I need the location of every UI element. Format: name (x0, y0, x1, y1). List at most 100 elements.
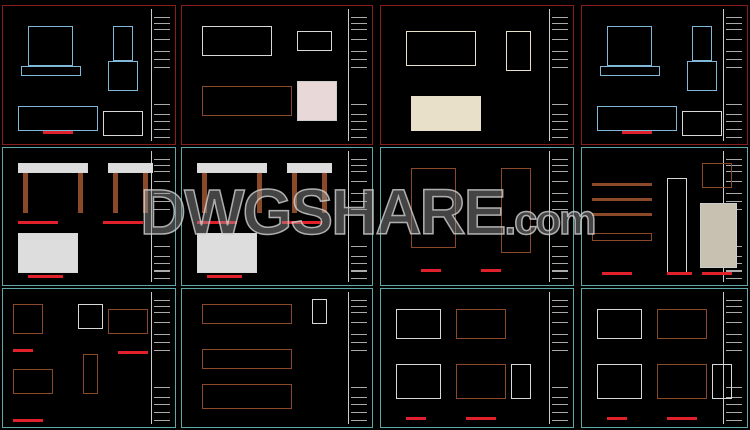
title-block-line (351, 17, 367, 18)
title-block-line (351, 193, 367, 194)
title-block-line (351, 306, 367, 307)
drawing-sheet (581, 288, 748, 428)
title-block-line (351, 209, 367, 210)
stool-plan (108, 309, 148, 334)
drawing-sheet (2, 147, 176, 286)
title-block (549, 151, 570, 282)
title-block-line (351, 256, 367, 257)
mirror-side (113, 26, 133, 61)
title-block-line (726, 193, 742, 194)
title-block-line (351, 104, 367, 105)
stool-elevation (13, 369, 53, 394)
leg (143, 173, 148, 213)
cabinet-elevation (396, 364, 441, 399)
title-block (348, 151, 369, 282)
title-block-line (726, 342, 742, 343)
title-block-line (351, 137, 367, 138)
title-block-line (726, 159, 742, 160)
title-block-line (154, 271, 170, 272)
title-block-line (154, 404, 170, 405)
title-block-line (726, 17, 742, 18)
label (466, 417, 496, 420)
title-block-line (351, 171, 367, 172)
table-top (21, 66, 81, 76)
notes-box (103, 111, 143, 136)
reference-photo (297, 81, 337, 121)
title-block-line (726, 322, 742, 323)
title-block-line (552, 270, 568, 271)
title-block-line (552, 278, 568, 279)
label (13, 419, 43, 422)
title-block-line (154, 322, 170, 323)
cabinet-elevation (597, 364, 642, 399)
shelf (592, 183, 652, 186)
title-block-line (726, 312, 742, 313)
desk-plan (18, 233, 78, 273)
table-side (687, 61, 717, 91)
leg (113, 173, 118, 213)
leg (78, 173, 83, 213)
desk-plan (202, 86, 292, 116)
title-block-line (351, 270, 367, 271)
title-block (723, 9, 744, 141)
title-block-line (726, 334, 742, 335)
cabinet-section (712, 364, 732, 399)
title-block-line (154, 334, 170, 335)
cabinet-side (456, 364, 506, 399)
title-block-line (154, 114, 170, 115)
label (118, 351, 148, 354)
label (622, 131, 652, 134)
title-block-line (726, 350, 742, 351)
label (667, 272, 692, 275)
label (406, 417, 426, 420)
title-block-line (154, 246, 170, 247)
title-block-line (351, 181, 367, 182)
label (481, 269, 501, 272)
title-block-line (154, 270, 170, 271)
stool-side (78, 304, 103, 329)
shelf-side (667, 178, 687, 273)
desk-top-side (287, 163, 332, 173)
cabinet-plan (597, 309, 642, 339)
title-block-line (552, 342, 568, 343)
title-block-line (351, 121, 367, 122)
title-block-line (726, 300, 742, 301)
title-block-line (726, 278, 742, 279)
title-block-line (351, 404, 367, 405)
title-block (348, 292, 369, 424)
title-block-line (154, 121, 170, 122)
title-block-line (154, 23, 170, 24)
title-block-line (351, 278, 367, 279)
mirror (28, 26, 73, 66)
title-block-line (351, 129, 367, 130)
title-block-line (726, 412, 742, 413)
watermark: DWGSHARE.com (139, 175, 597, 249)
label (103, 221, 143, 224)
title-block-line (154, 129, 170, 130)
stool-x (83, 354, 98, 394)
title-block-line (726, 404, 742, 405)
label (197, 221, 237, 224)
watermark-main: DWGSHARE (139, 175, 507, 249)
title-block-line (726, 114, 742, 115)
mirror-side (692, 26, 712, 61)
title-block-line (154, 193, 170, 194)
shelf (592, 213, 652, 216)
title-block-line (552, 350, 568, 351)
drawing-sheet (380, 5, 574, 145)
drawing-sheet (581, 147, 748, 286)
title-block-line (552, 312, 568, 313)
title-block-line (552, 256, 568, 257)
title-block-line (552, 420, 568, 421)
title-block-line (552, 193, 568, 194)
title-block-line (154, 159, 170, 160)
title-block (549, 9, 570, 141)
title-block-line (552, 114, 568, 115)
title-block-line (726, 137, 742, 138)
title-block-line (154, 67, 170, 68)
desk-top (18, 163, 88, 173)
title-block-line (154, 209, 170, 210)
title-block-line (552, 67, 568, 68)
title-block-line (154, 300, 170, 301)
